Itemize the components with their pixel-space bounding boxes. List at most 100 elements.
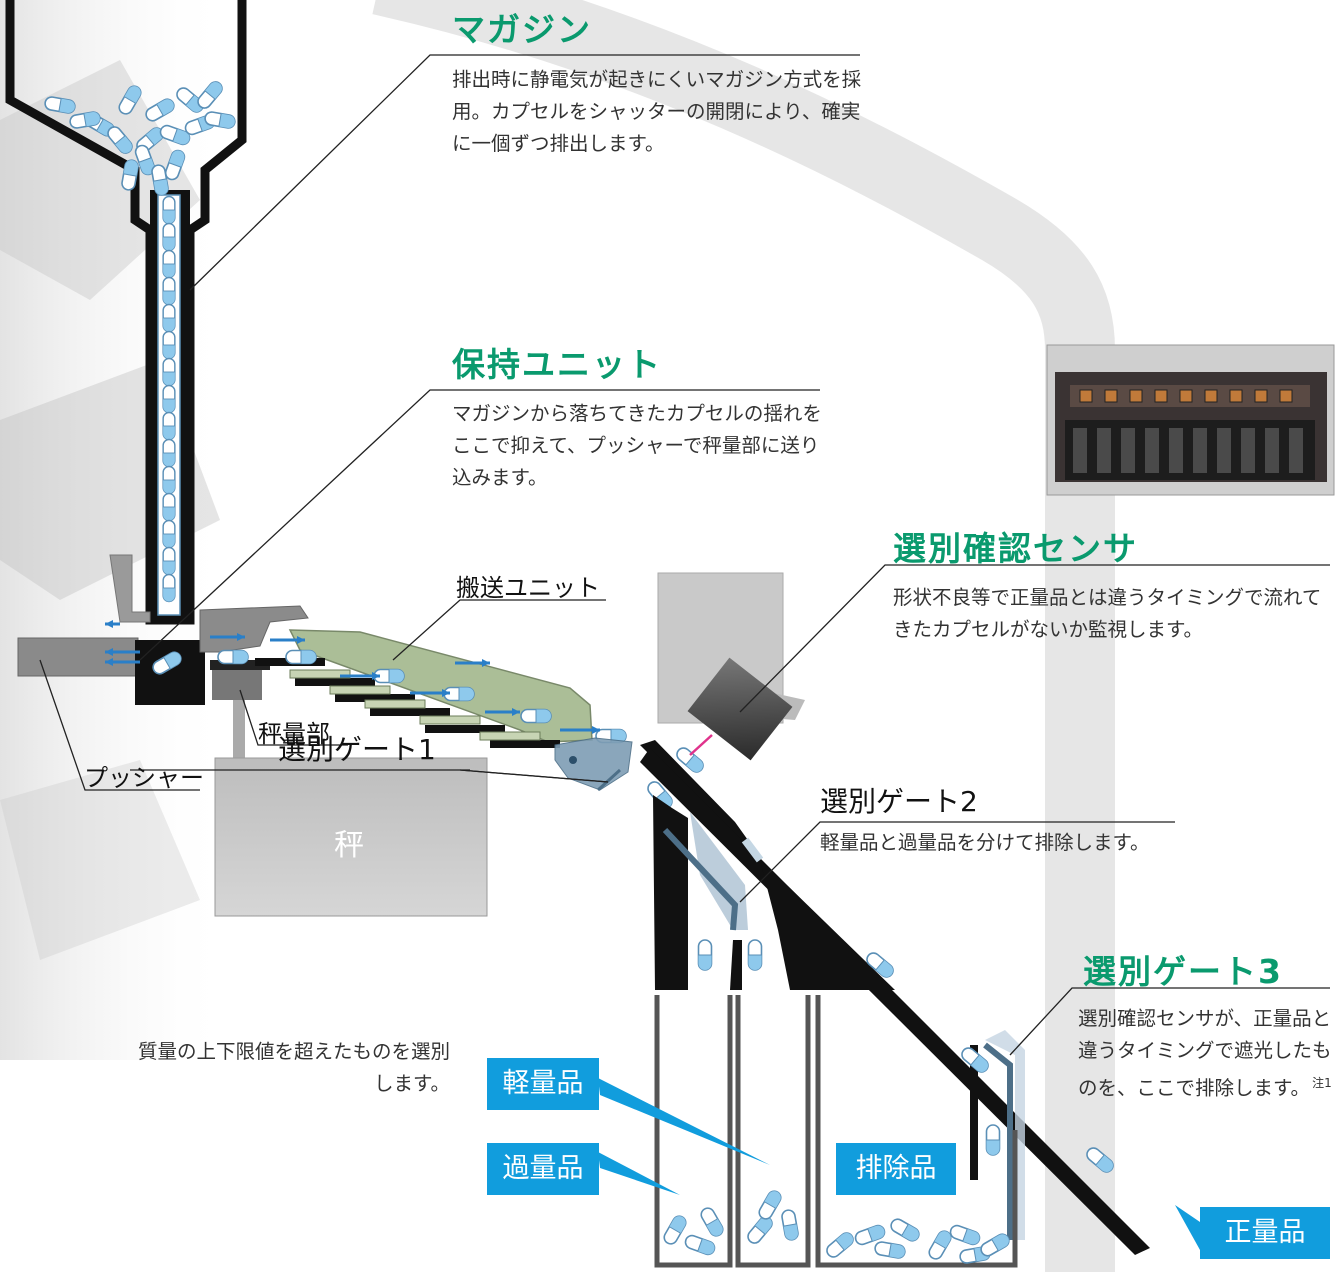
capsule [162, 546, 176, 576]
gate3-note: 注1 [1312, 1076, 1332, 1090]
capsule [977, 1231, 1013, 1259]
capsule [747, 939, 763, 971]
sensor-desc: 形状不良等で正量品とは違うタイミングで流れてきたカプセルがないか監視します。 [893, 586, 1322, 641]
capsule [162, 438, 176, 468]
machine-photo [1046, 344, 1335, 496]
capsule [162, 222, 176, 252]
photo-light [1154, 389, 1168, 403]
sensor-unit [657, 572, 805, 761]
capsule [217, 649, 249, 665]
capsule [162, 276, 176, 306]
gate1-title: 選別ゲート1 [278, 733, 436, 766]
gate1-leader [130, 769, 609, 783]
capsule [162, 384, 176, 414]
flow-arrows [105, 620, 600, 734]
capsule [285, 649, 317, 665]
collection-bins [654, 995, 1018, 1268]
scale [214, 757, 488, 917]
capsule [162, 195, 176, 225]
swoosh-band [372, 0, 1115, 1272]
holding-unit-title: 保持ユニット [452, 345, 662, 384]
magazine-capsule-column [162, 195, 176, 603]
photo-light [1179, 389, 1193, 403]
holding-unit [17, 554, 309, 758]
capsule [162, 330, 176, 360]
gate3-title: 選別ゲート3 [1083, 952, 1283, 991]
photo-slot [1193, 428, 1207, 473]
gate2-title: 選別ゲート2 [820, 785, 978, 818]
weighing-part-label: 秤量部 [258, 720, 330, 748]
flow-arrowhead [105, 658, 113, 666]
bin-capsules [661, 1187, 1013, 1265]
photo-slot [1097, 428, 1111, 473]
reject-bin-label: 排除品 [836, 1143, 956, 1195]
photo-light [1204, 389, 1218, 403]
capsule [520, 708, 552, 724]
pusher-label: プッシャー [84, 764, 204, 792]
flow-arrowhead [105, 648, 113, 656]
gate3-desc: 選別確認センサが、正量品と違うタイミングで遮光したものを、ここで排除します。注1 [1078, 1003, 1333, 1105]
gate1 [554, 737, 633, 792]
capsule [873, 1240, 907, 1260]
light-bin-label: 軽量品 [487, 1058, 599, 1110]
good-bin-label: 正量品 [1200, 1207, 1330, 1259]
light-pointer [598, 1078, 770, 1165]
over-bin-label: 過量品 [487, 1143, 599, 1195]
capsule [162, 519, 176, 549]
capsule [162, 249, 176, 279]
flow-arrowhead [105, 620, 113, 628]
photo-slot [1289, 428, 1303, 473]
capsule [698, 1204, 726, 1240]
photo-slot [1241, 428, 1255, 473]
flow-arrowhead [482, 659, 490, 667]
photo-slot [1217, 428, 1231, 473]
gate1-desc: 質量の上下限値を超えたものを選別します。 [137, 1040, 450, 1095]
capsule [926, 1227, 954, 1263]
magazine-desc: 排出時に静電気が起きにくいマガジン方式を採用。カプセルをシャッターの開閉により、… [452, 68, 862, 155]
capsule [162, 357, 176, 387]
photo-slot [1145, 428, 1159, 473]
capsule [947, 1222, 983, 1248]
magazine-title: マガジン [452, 10, 592, 49]
flow-arrowhead [592, 726, 600, 734]
photo-slot [1121, 428, 1135, 473]
photo-slot [1265, 428, 1279, 473]
capsule [823, 1229, 857, 1261]
good-pointer [1175, 1205, 1200, 1250]
photo-light [1129, 389, 1143, 403]
capsule [682, 1232, 718, 1258]
gate3-desc-text: 選別確認センサが、正量品と違うタイミングで遮光したものを、ここで排除します。 [1078, 1007, 1332, 1100]
flow-arrowhead [442, 689, 450, 697]
photo-light [1254, 389, 1268, 403]
holding-unit-desc: マガジンから落ちてきたカプセルの揺れをここで抑えて、プッシャーで秤量部に送り込み… [452, 402, 822, 489]
capsule [985, 1124, 1001, 1156]
photo-light [1279, 389, 1293, 403]
capsule [780, 1208, 800, 1242]
capsule [162, 303, 176, 333]
photo-light [1229, 389, 1243, 403]
capsule [162, 411, 176, 441]
conveyor-label: 搬送ユニット [456, 574, 600, 602]
scale-label: 秤 [334, 828, 364, 863]
capsule [162, 492, 176, 522]
gate2-desc: 軽量品と過量品を分けて排除します。 [820, 831, 1150, 854]
capsule [661, 1212, 689, 1248]
flow-arrowhead [297, 636, 305, 644]
photo-slot [1169, 428, 1183, 473]
photo-light [1079, 389, 1093, 403]
leader-lines [39, 54, 1330, 1056]
capsule [744, 1213, 776, 1247]
flow-arrowhead [237, 633, 245, 641]
capsule [162, 465, 176, 495]
capsule [697, 939, 713, 971]
over-pointer [598, 1152, 680, 1195]
photo-slot [1073, 428, 1087, 473]
capsule [756, 1187, 784, 1223]
capsule [162, 573, 176, 603]
sensor-title: 選別確認センサ [893, 529, 1138, 568]
photo-light [1104, 389, 1118, 403]
capsule [887, 1216, 923, 1244]
flow-arrowhead [512, 708, 520, 716]
flow-arrowhead [372, 672, 380, 680]
